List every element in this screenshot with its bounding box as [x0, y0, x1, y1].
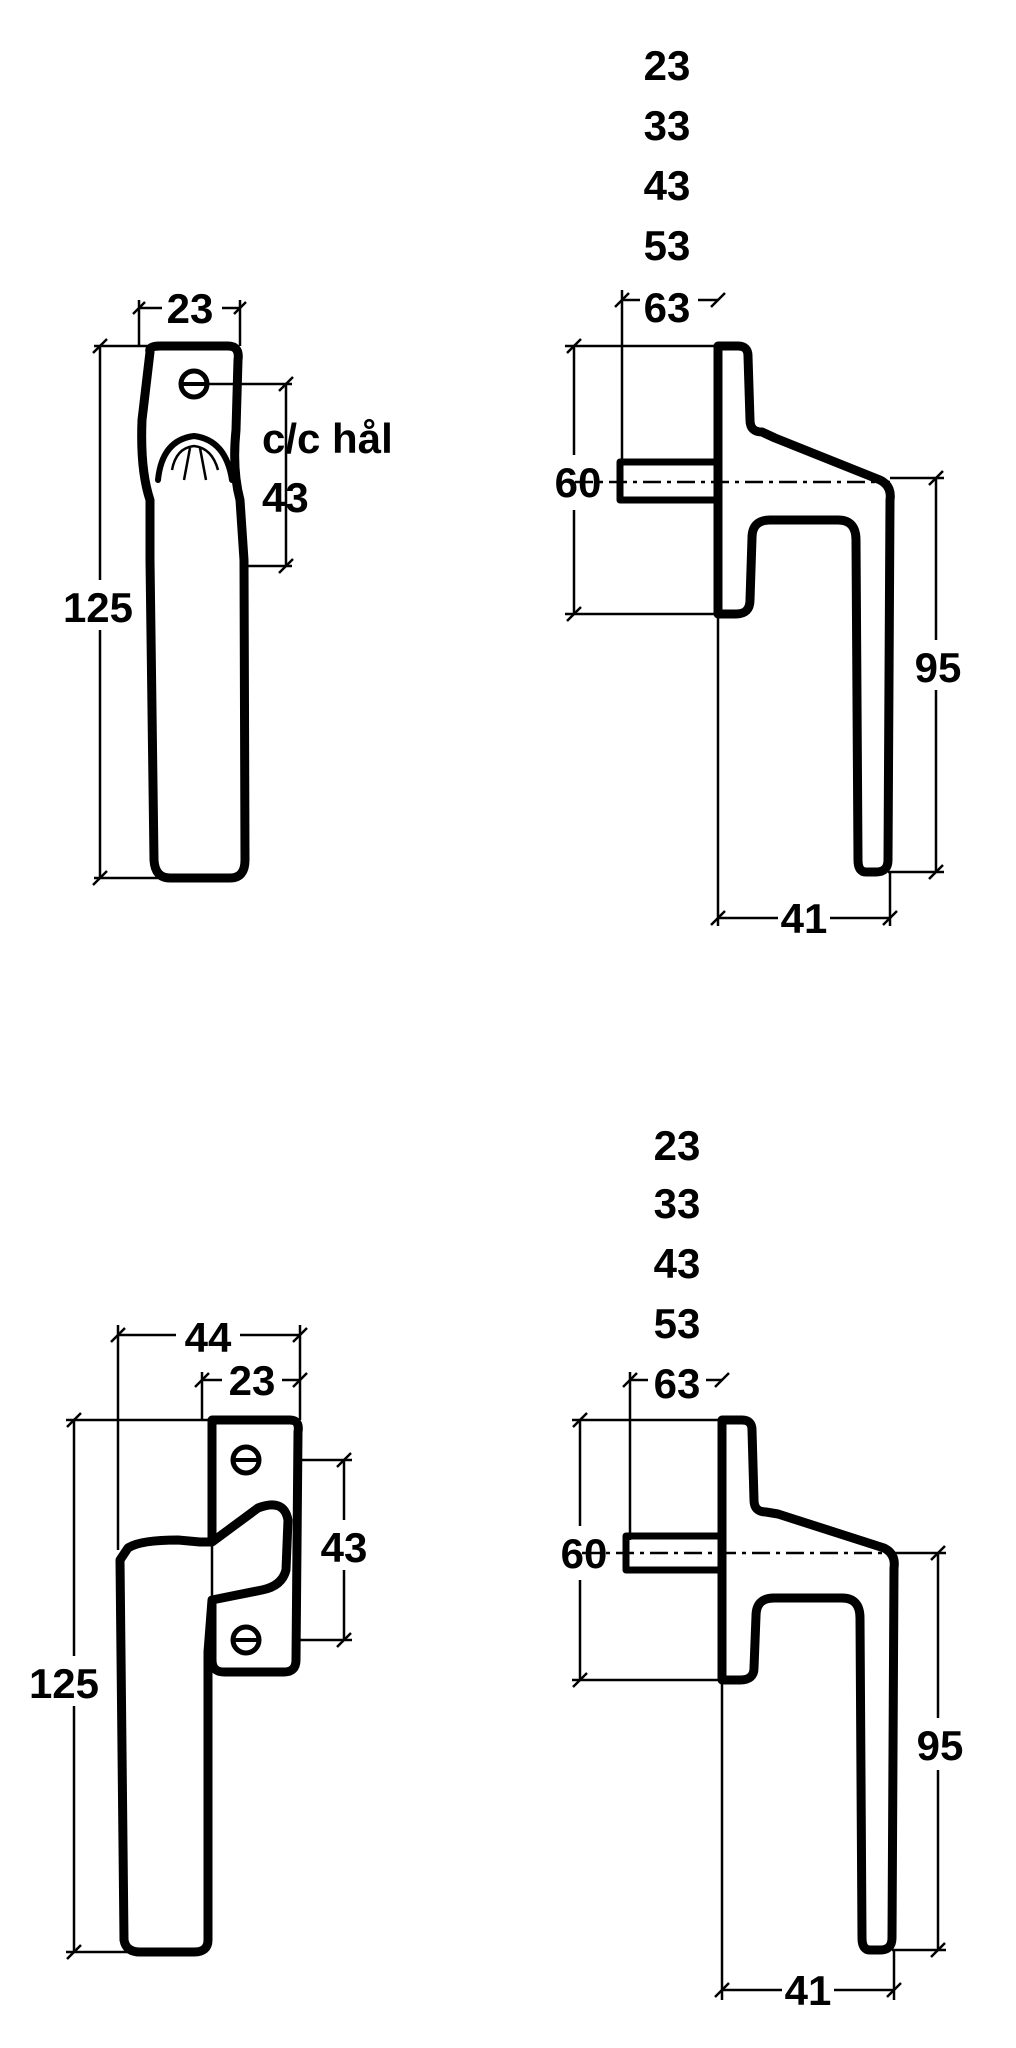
bottom-depth-option: 53 — [654, 1300, 701, 1347]
bottom-front-plate-width-label: 23 — [229, 1357, 276, 1404]
top-side-handle-profile — [713, 341, 895, 877]
bottom-depth-option: 23 — [654, 1122, 701, 1169]
top-front-height-label: 125 — [63, 584, 133, 631]
bottom-front-hole-dim: 43 — [298, 1452, 368, 1648]
top-depth-option: 23 — [644, 42, 691, 89]
bottom-front-overall-width-label: 44 — [185, 1314, 232, 1361]
bottom-front-overall-width-dim: 44 — [110, 1314, 308, 1550]
top-front-knob — [155, 433, 235, 483]
bottom-front-view: 44 23 125 43 — [29, 1314, 368, 1960]
top-depth-option: 43 — [644, 162, 691, 209]
top-depth-option: 33 — [644, 102, 691, 149]
bottom-depth-option: 33 — [654, 1180, 701, 1227]
top-side-depth-options: 23 33 43 53 63 — [614, 42, 726, 490]
top-front-view: 23 125 c/c hål 43 — [63, 285, 393, 886]
top-side-lever-drop-dim: 95 — [888, 470, 962, 880]
top-side-base-height-label: 60 — [555, 459, 602, 506]
bottom-front-hole-spacing-label: 43 — [321, 1524, 368, 1571]
top-depth-option: 63 — [644, 284, 691, 331]
bottom-side-depth-options: 23 33 43 53 63 — [622, 1122, 730, 1540]
bottom-front-height-label: 125 — [29, 1660, 99, 1707]
bottom-front-plate — [207, 1415, 303, 1677]
bottom-front-lever — [115, 1500, 293, 1957]
top-side-view: 23 33 43 53 63 60 — [555, 42, 962, 942]
top-front-screw — [178, 368, 210, 400]
top-front-hole-spacing-label: 43 — [262, 474, 309, 521]
top-front-hole-dim: c/c hål 43 — [208, 376, 393, 574]
top-front-width-dim: 23 — [132, 285, 247, 346]
bottom-side-lever-reach-label: 41 — [785, 1967, 832, 2014]
bottom-side-handle-profile — [717, 1415, 899, 1955]
bottom-side-lever-drop-dim: 95 — [892, 1545, 964, 1958]
bottom-side-lever-reach-dim: 41 — [714, 1680, 902, 2014]
top-side-lever-reach-dim: 41 — [710, 614, 898, 942]
top-front-width-label: 23 — [167, 285, 214, 332]
bottom-side-base-height-dim: 60 — [561, 1412, 722, 1688]
bottom-front-height-dim: 125 — [29, 1412, 212, 1960]
top-front-height-dim: 125 — [63, 338, 160, 886]
bottom-depth-option: 43 — [654, 1240, 701, 1287]
bottom-front-screw-bottom — [230, 1624, 262, 1656]
bottom-front-plate-width-dim: 23 — [194, 1357, 308, 1420]
bottom-side-lever-drop-label: 95 — [917, 1722, 964, 1769]
top-front-hole-label: c/c hål — [262, 415, 393, 462]
bottom-side-base-height-label: 60 — [561, 1530, 608, 1577]
bottom-depth-option: 63 — [654, 1360, 701, 1407]
bottom-front-screw-top — [230, 1444, 262, 1476]
top-depth-option: 53 — [644, 222, 691, 269]
top-side-base-height-dim: 60 — [555, 338, 718, 622]
bottom-side-view: 23 33 43 53 63 60 — [561, 1122, 964, 2014]
top-side-lever-drop-label: 95 — [915, 644, 962, 691]
top-front-handle-outline — [137, 341, 250, 883]
top-side-lever-reach-label: 41 — [781, 895, 828, 942]
